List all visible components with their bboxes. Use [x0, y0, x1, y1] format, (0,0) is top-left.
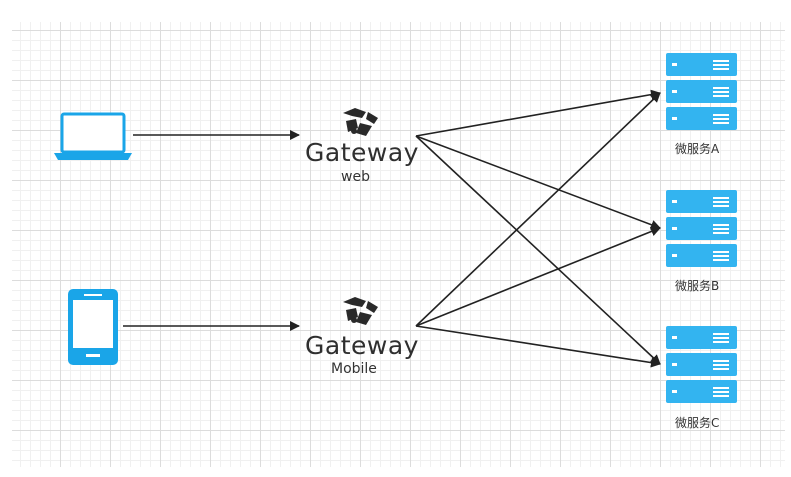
server-stack-icon [666, 190, 737, 267]
service-a-label: 微服务A [675, 142, 720, 156]
grid-background [12, 22, 785, 467]
service-b-label: 微服务B [675, 279, 720, 293]
arrow-web-to-service-c [415, 135, 661, 365]
gateway-mobile-channel: Mobile [331, 361, 377, 377]
top-strip [0, 0, 791, 22]
server-stack-icon [666, 326, 737, 403]
arrow-mobile-to-service-c [415, 325, 661, 368]
gateway-logo-web [343, 108, 378, 136]
gateway-web-name: Gateway [305, 138, 419, 167]
gateway-mobile-name: Gateway [305, 331, 419, 360]
laptop-icon [54, 112, 132, 160]
arrow-mobile-to-service-b [415, 226, 661, 327]
service-c-label: 微服务C [675, 416, 720, 430]
server-stack-icon [666, 53, 737, 130]
arrow-web-to-service-b [415, 135, 661, 230]
phone-icon [68, 289, 118, 365]
arrow-web-to-service-a [415, 89, 661, 137]
arrow-mobile-to-service-a [415, 92, 661, 327]
gateway-web-channel: web [341, 169, 370, 185]
gateway-logo-mobile [343, 297, 378, 325]
